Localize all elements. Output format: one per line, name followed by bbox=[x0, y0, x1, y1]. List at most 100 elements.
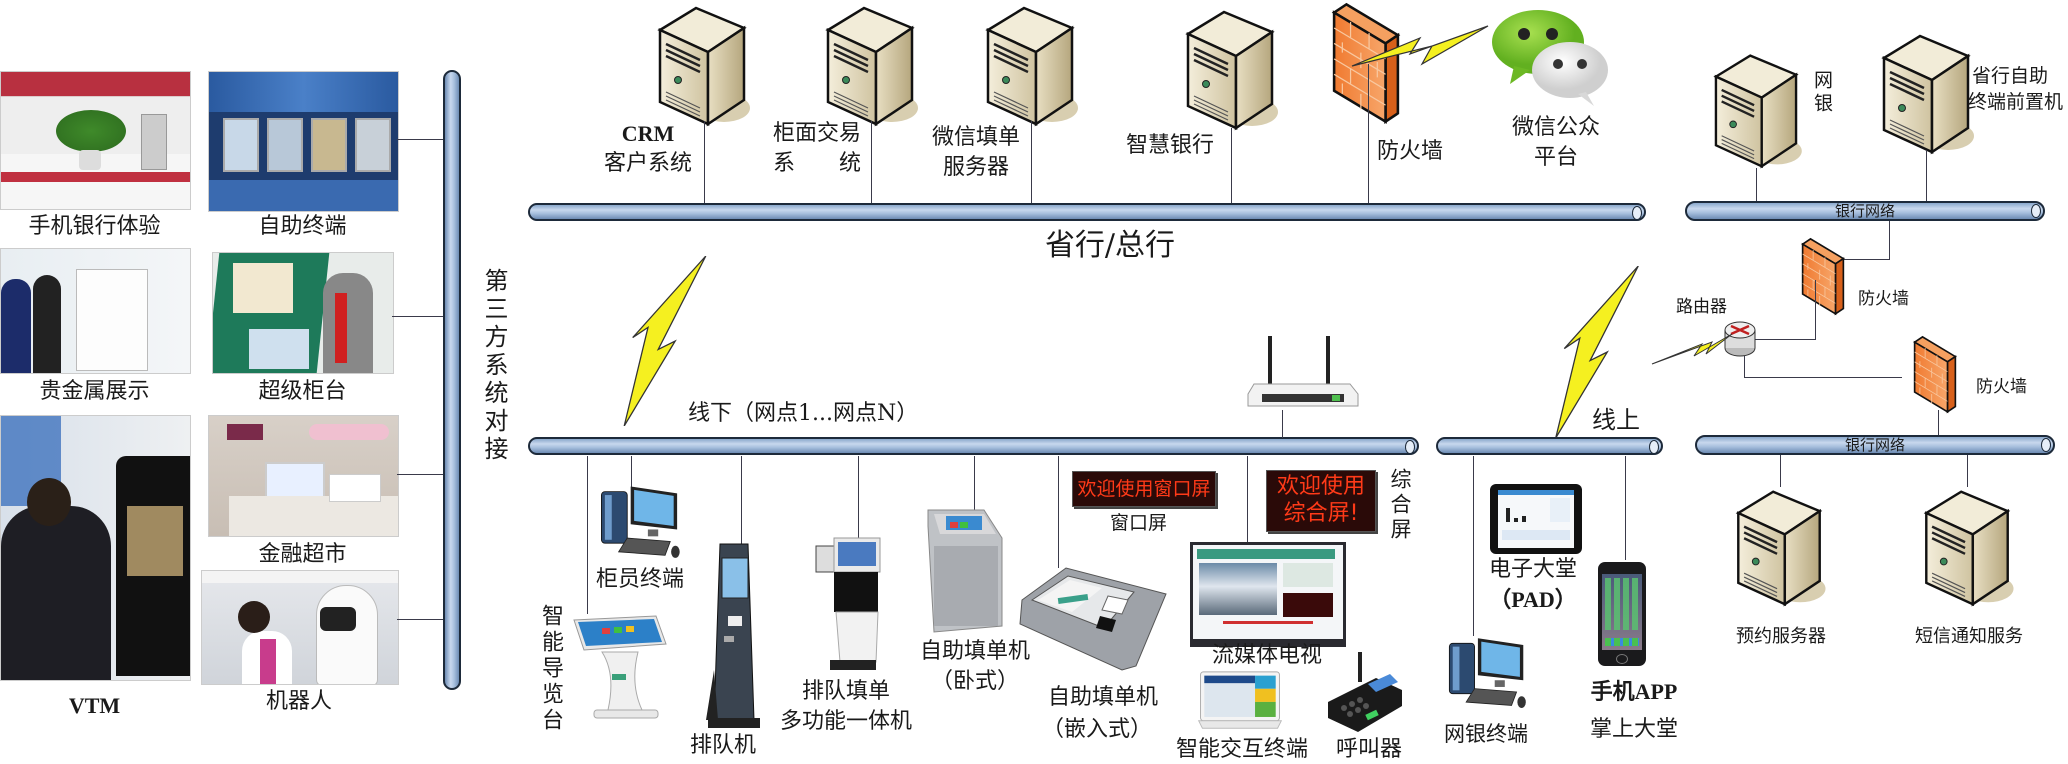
photo-phone-banking bbox=[0, 71, 191, 210]
horizontal-form-machine-label-line2: （卧式） bbox=[930, 669, 1019, 694]
photo-super-counter bbox=[212, 252, 394, 374]
online-banking-terminal-label: 网银终端 bbox=[1444, 722, 1528, 746]
firewall-label: 防火墙 bbox=[1376, 139, 1443, 164]
firewall-icon bbox=[1800, 236, 1846, 318]
drop-line bbox=[1058, 456, 1059, 568]
bank-network-bottom-bus: 银行网络 bbox=[1695, 435, 2055, 455]
server-icon bbox=[1180, 4, 1280, 134]
led-window-screen-icon: 欢迎使用窗口屏 bbox=[1072, 471, 1216, 507]
multifunction-kiosk-label-line1: 排队填单 bbox=[801, 679, 890, 704]
router-icon bbox=[1724, 321, 1756, 357]
photo-label-phone-banking: 手机银行体验 bbox=[28, 214, 161, 239]
server-icon bbox=[820, 0, 920, 130]
server-icon bbox=[980, 0, 1080, 130]
drop-line bbox=[1756, 168, 1757, 204]
drop-line bbox=[974, 456, 975, 518]
server-icon bbox=[1708, 48, 1804, 172]
horizontal-form-machine-icon bbox=[927, 509, 1003, 633]
counter-trading-label-line1: 柜面交易 bbox=[772, 121, 861, 146]
link-line bbox=[1744, 356, 1745, 378]
wechat-platform-label-line1: 微信公众 bbox=[1511, 115, 1600, 140]
window-screen-label: 窗口屏 bbox=[1110, 512, 1168, 534]
horizontal-form-machine-label-line1: 自助填单机 bbox=[919, 639, 1030, 664]
online-bus-label: 线上 bbox=[1592, 406, 1640, 434]
sms-notification-label: 短信通知服务 bbox=[1915, 626, 2023, 647]
pager-label: 呼叫器 bbox=[1336, 737, 1403, 762]
pager-icon bbox=[1328, 652, 1402, 732]
link-line bbox=[1744, 377, 1902, 378]
streaming-tv-icon bbox=[1190, 542, 1346, 647]
smart-interactive-terminal-label: 智能交互终端 bbox=[1176, 737, 1309, 762]
connector-line bbox=[397, 619, 444, 620]
desktop-pc-icon bbox=[598, 480, 684, 560]
drop-line bbox=[1247, 456, 1248, 544]
led-combined-screen-text-1: 欢迎使用 bbox=[1276, 474, 1365, 499]
photo-precious-metals bbox=[0, 248, 191, 374]
lightning-icon bbox=[1351, 25, 1489, 67]
drop-line bbox=[871, 121, 872, 204]
link-line bbox=[1815, 280, 1816, 340]
e-lobby-label-line1: 电子大堂 bbox=[1488, 557, 1577, 582]
led-window-screen-text: 欢迎使用窗口屏 bbox=[1077, 478, 1211, 500]
online-banking-server-label: 网银 bbox=[1811, 70, 1833, 116]
multifunction-kiosk-icon bbox=[815, 537, 881, 670]
drop-line bbox=[1926, 150, 1927, 204]
drop-line bbox=[1967, 455, 1968, 487]
self-service-frontend-label-line1: 省行自助 bbox=[1972, 65, 2049, 87]
firewall-label-2: 防火墙 bbox=[1976, 377, 2027, 397]
link-line bbox=[1889, 221, 1890, 259]
drop-line bbox=[1780, 455, 1781, 487]
link-line bbox=[1828, 259, 1890, 260]
photo-robot bbox=[201, 570, 399, 685]
mobile-app-label-line1: 手机APP bbox=[1590, 679, 1678, 704]
crm-label-line2: 客户系统 bbox=[603, 151, 692, 176]
crm-label-line1: CRM bbox=[621, 121, 675, 146]
third-party-bus bbox=[443, 70, 461, 690]
server-icon bbox=[1876, 28, 1976, 158]
link-line bbox=[1746, 339, 1816, 340]
reservation-server-label: 预约服务器 bbox=[1736, 626, 1826, 647]
drop-line bbox=[631, 456, 632, 488]
smartphone-icon bbox=[1598, 562, 1646, 666]
photo-vtm bbox=[0, 415, 191, 681]
firewall-icon bbox=[1912, 334, 1958, 416]
connector-line bbox=[397, 139, 444, 140]
drop-line bbox=[858, 456, 859, 538]
photo-label-financial-supermarket: 金融超市 bbox=[258, 542, 347, 567]
head-office-bus-label: 省行/总行 bbox=[1044, 228, 1176, 263]
firewall-label-1: 防火墙 bbox=[1858, 289, 1909, 309]
smart-guide-label: 智能导览台 bbox=[538, 604, 563, 734]
server-icon bbox=[652, 0, 752, 130]
counter-trading-label-line2: 系 统 bbox=[772, 151, 861, 176]
e-lobby-label-line2: （PAD） bbox=[1489, 587, 1577, 612]
smart-tablet-icon bbox=[1197, 671, 1283, 729]
wechat-form-server-label-line1: 微信填单 bbox=[931, 125, 1020, 150]
drop-line bbox=[704, 121, 705, 204]
drop-line bbox=[587, 456, 588, 614]
multifunction-kiosk-label-line2: 多功能一体机 bbox=[779, 709, 912, 734]
photo-financial-supermarket bbox=[208, 415, 399, 537]
connector-line bbox=[392, 316, 444, 317]
offline-bus bbox=[528, 437, 1419, 455]
link-line bbox=[1938, 410, 1939, 438]
bank-network-top-bus: 银行网络 bbox=[1685, 201, 2045, 221]
embedded-form-machine-label-line1: 自助填单机 bbox=[1047, 685, 1158, 710]
plant-icon bbox=[56, 110, 126, 152]
offline-bus-label: 线下（网点1...网点N） bbox=[688, 401, 919, 426]
tablet-icon bbox=[1490, 484, 1582, 554]
wechat-platform-label-line2: 平台 bbox=[1533, 145, 1578, 170]
photo-self-service-terminals bbox=[208, 71, 399, 212]
smart-bank-label: 智慧银行 bbox=[1125, 133, 1214, 158]
drop-line bbox=[741, 456, 742, 556]
server-icon bbox=[1730, 484, 1828, 610]
head-office-bus bbox=[528, 203, 1646, 221]
photo-label-super-counter: 超级柜台 bbox=[258, 379, 347, 404]
desktop-pc-icon bbox=[1446, 632, 1530, 710]
drop-line bbox=[1282, 410, 1283, 438]
wechat-form-server-label-line2: 服务器 bbox=[942, 155, 1009, 180]
photo-label-self-service-terminals: 自助终端 bbox=[258, 214, 347, 239]
mobile-app-label-line2: 掌上大堂 bbox=[1589, 717, 1678, 742]
led-combined-screen-icon: 欢迎使用 综合屏! bbox=[1266, 470, 1376, 532]
photo-label-precious-metals: 贵金属展示 bbox=[39, 379, 150, 404]
server-icon bbox=[1918, 484, 2016, 610]
